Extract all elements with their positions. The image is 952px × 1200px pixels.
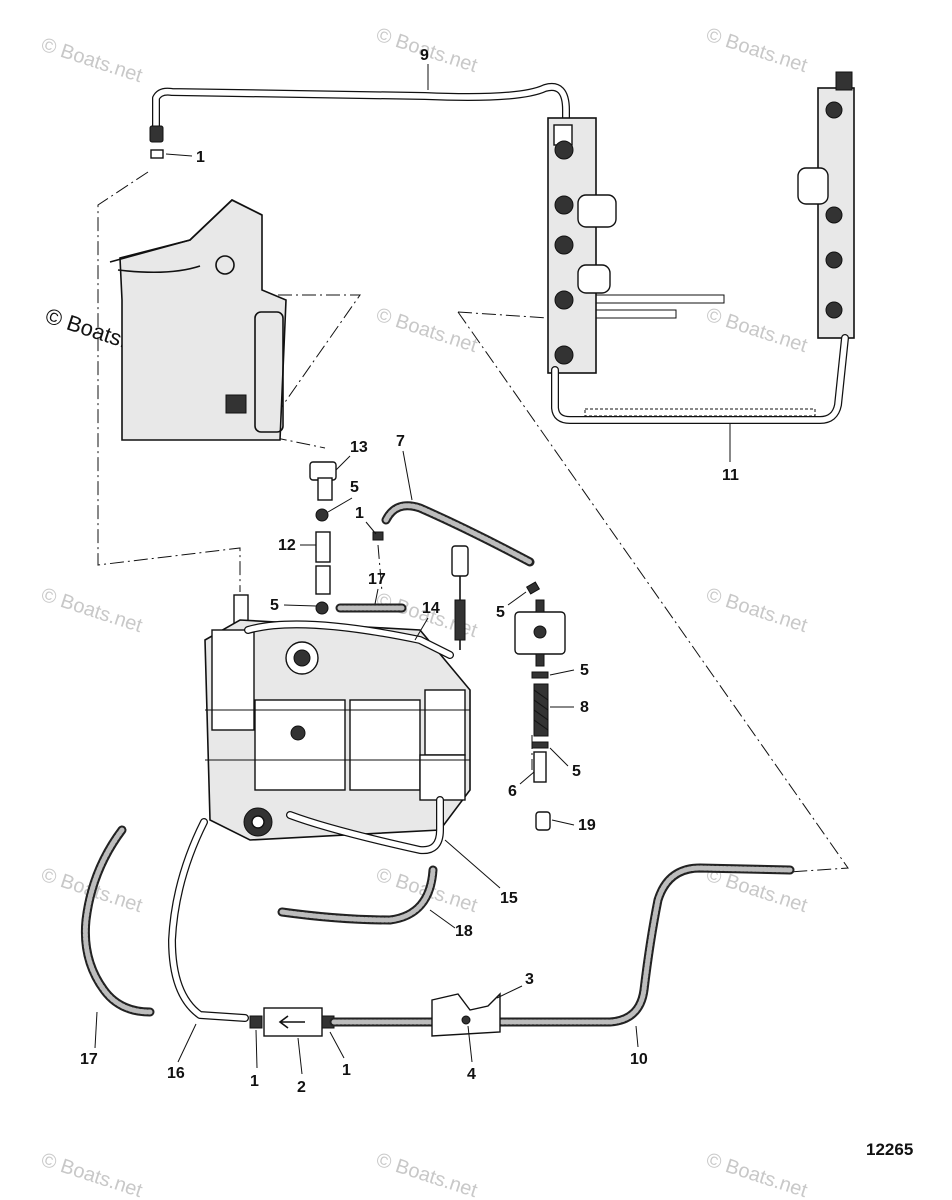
- callout-17: 17: [368, 571, 386, 588]
- callout-14: 14: [422, 600, 440, 617]
- pump-clamp-bottom: [531, 741, 549, 749]
- callout-5: 5: [580, 662, 589, 679]
- pump-cap: [535, 811, 551, 831]
- watermark: © Boats.net: [703, 584, 810, 637]
- callout-2: 2: [297, 1079, 306, 1096]
- fuel-filter: [249, 1007, 335, 1037]
- callout-17: 17: [80, 1051, 98, 1068]
- upper-fuel-tube: [149, 83, 570, 159]
- callout-5: 5: [270, 597, 279, 614]
- pump-clamp-top: [531, 671, 549, 679]
- braided-hose-upper: [381, 501, 535, 567]
- reference-lines: [97, 171, 849, 873]
- watermark: © Boats.net: [703, 24, 810, 77]
- clamp-upper: [315, 508, 329, 522]
- watermark: © Boats.net: [38, 584, 145, 637]
- vapor-separator-cover: [109, 199, 287, 441]
- vapor-separator-assembly: [204, 594, 471, 841]
- callout-5: 5: [496, 604, 505, 621]
- elbow-fitting: [309, 461, 337, 501]
- callout-7: 7: [396, 433, 405, 450]
- braided-hose-left: [80, 825, 155, 1017]
- callout-19: 19: [578, 817, 596, 834]
- fuel-rail-left: [547, 117, 725, 374]
- small-fitting: [372, 531, 384, 541]
- watermark: © Boats.net: [703, 304, 810, 357]
- callout-18: 18: [455, 923, 473, 940]
- fuel-pump: [514, 581, 566, 667]
- electrical-connector: [451, 545, 469, 650]
- figure-number: 12265: [866, 1140, 913, 1159]
- callout-13: 13: [350, 439, 368, 456]
- callout-12: 12: [278, 537, 296, 554]
- watermark: © Boats.net: [373, 1149, 480, 1200]
- callout-10: 10: [630, 1051, 648, 1068]
- callout-15: 15: [500, 890, 518, 907]
- watermark: © Boats.net: [38, 34, 145, 87]
- watermark: © Boats.net: [703, 1149, 810, 1200]
- upper-return-tube: [244, 620, 454, 659]
- callout-16: 16: [167, 1065, 185, 1082]
- callout-11: 11: [722, 467, 739, 484]
- callout-5: 5: [572, 763, 581, 780]
- callout-5: 5: [350, 479, 359, 496]
- callout-1: 1: [196, 149, 205, 166]
- pump-fitting: [533, 751, 547, 783]
- clamp-lower: [315, 601, 329, 615]
- fuel-rail-right: [797, 71, 855, 339]
- watermark: © Boats.net: [38, 1149, 145, 1200]
- lower-outlet-tube: [286, 796, 444, 855]
- braided-hose-middle: [277, 865, 438, 925]
- callout-8: 8: [580, 699, 589, 716]
- vent-hose: [168, 818, 249, 1022]
- main-fuel-hose: [329, 863, 795, 1027]
- connector-tube: [315, 531, 331, 595]
- callouts: 9 1 13 7 5 1 12 17 5 14 5 5 8 5 6 19 11: [80, 47, 739, 1096]
- callout-1: 1: [250, 1073, 259, 1090]
- callout-1: 1: [342, 1062, 351, 1079]
- callout-4: 4: [467, 1066, 476, 1083]
- crossover-tube: [551, 334, 849, 424]
- callout-6: 6: [508, 783, 517, 800]
- watermark: © Boats.net: [373, 304, 480, 357]
- callout-9: 9: [420, 47, 429, 64]
- callout-1: 1: [355, 505, 364, 522]
- pump-hose: [533, 683, 549, 737]
- hose-bracket: [431, 992, 501, 1037]
- callout-3: 3: [525, 971, 534, 988]
